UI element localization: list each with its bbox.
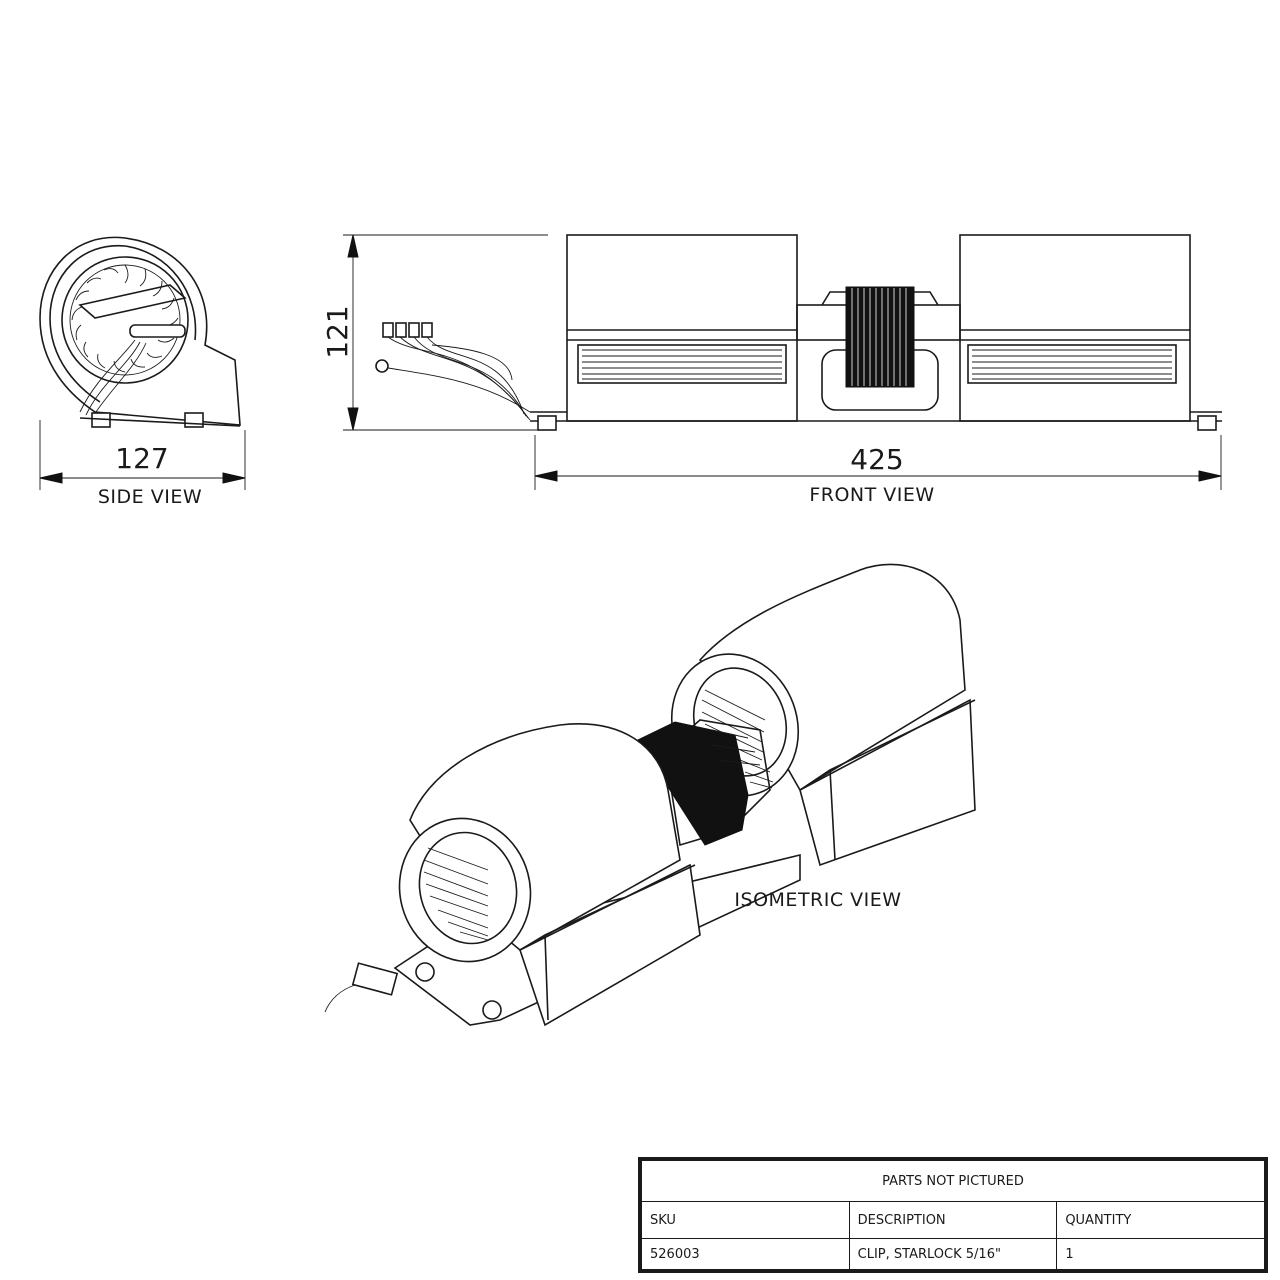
front-height-value: 121 [321, 305, 354, 358]
side-width-value: 127 [115, 442, 168, 475]
front-width-value: 425 [850, 443, 903, 476]
side-view-label: SIDE VIEW [98, 486, 202, 508]
front-height-dimension [343, 234, 548, 431]
front-width-dimension [534, 435, 1222, 490]
cell-quantity: 1 [1056, 1238, 1265, 1270]
parts-table-title: PARTS NOT PICTURED [641, 1160, 1265, 1202]
column-header-quantity: QUANTITY [1056, 1201, 1265, 1239]
front-view-drawing [375, 234, 1222, 431]
parts-not-pictured-table: PARTS NOT PICTURED SKU DESCRIPTION QUANT… [638, 1157, 1268, 1273]
front-view-label: FRONT VIEW [809, 484, 934, 506]
isometric-view-label: ISOMETRIC VIEW [734, 889, 901, 911]
column-header-description: DESCRIPTION [848, 1201, 1058, 1239]
side-view-drawing [39, 236, 241, 428]
cell-description: CLIP, STARLOCK 5/16" [848, 1238, 1058, 1270]
column-header-sku: SKU [641, 1201, 850, 1239]
side-width-dimension [39, 420, 246, 490]
isometric-view-drawing [324, 563, 976, 1027]
cell-sku: 526003 [641, 1238, 850, 1270]
table-row: 526003 CLIP, STARLOCK 5/16" 1 [641, 1238, 1265, 1270]
